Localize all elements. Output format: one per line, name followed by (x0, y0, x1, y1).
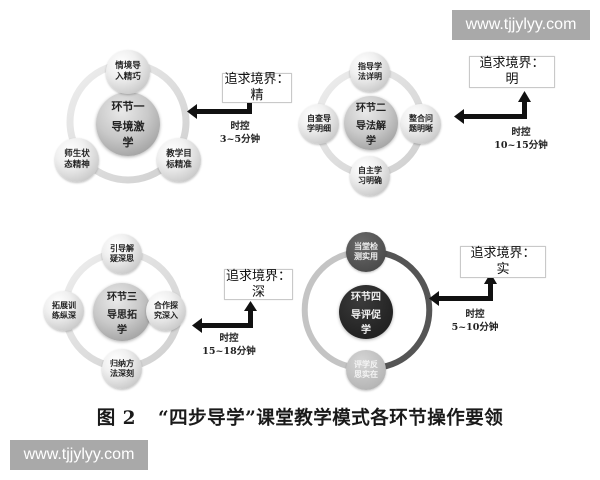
stage2-node-bottom: 自主学习明确 (350, 156, 390, 196)
stage1-goal-box: 追求境界： 精 (222, 72, 292, 103)
stage1-node-left: 师生状态精神 (55, 138, 99, 182)
stage3-node-bottom: 归纳方法深刻 (102, 349, 142, 389)
node-text: 疑深思 (110, 254, 134, 263)
node-text: 当堂检 (354, 242, 378, 251)
goal-label: 追求境界： (225, 268, 291, 284)
node-text: 引导解 (110, 244, 134, 253)
stage2-center-line3: 学 (366, 136, 376, 147)
stage3-time-label: 时控 15~18分钟 (196, 333, 262, 359)
stage2-time-label: 时控 10~15分钟 (486, 127, 556, 153)
watermark-text: www.tjjylyy.com (465, 16, 577, 33)
node-text: 自主学 (358, 166, 382, 175)
node-text: 评学反 (354, 360, 378, 369)
four-step-diagram: 环节一 导境激 学 情境导入精巧 师生状态精神 教学目标精准 追求境界： 精 时… (44, 50, 556, 390)
time-title: 时控 (219, 333, 239, 344)
node-text: 究深入 (154, 311, 178, 320)
goal-value: 精 (250, 88, 264, 103)
node-text: 学明细 (307, 124, 331, 133)
stage3-center-node: 环节三 导思拓 学 (93, 283, 151, 341)
stage2-node-right: 整合问题明晰 (401, 104, 441, 144)
time-value: 10~15分钟 (494, 139, 548, 151)
stage4-node-top: 当堂检测实用 (346, 232, 386, 272)
stage3-center-line2: 导思拓 (107, 310, 137, 321)
stage4-ring-light-arc (301, 250, 353, 370)
node-text: 标精准 (166, 160, 192, 170)
goal-label: 追求境界： (470, 246, 536, 262)
node-text: 自查导 (307, 114, 331, 123)
stage4-center-node: 环节四 导评促 学 (339, 285, 393, 339)
watermark-text: www.tjjylyy.com (23, 446, 135, 463)
goal-label: 追求境界： (224, 72, 290, 88)
stage1-center-title: 环节一 (111, 100, 145, 113)
time-value: 3~5分钟 (219, 133, 261, 145)
stage3-node-left: 拓展训练纵深 (44, 291, 84, 331)
figure-title: “四步导学”课堂教学模式各环节操作要领 (158, 408, 504, 429)
stage2-center-title: 环节二 (356, 103, 386, 114)
stage2-center-node: 环节二 导法解 学 (344, 96, 398, 150)
node-text: 师生状 (64, 149, 90, 160)
stage3-center-title: 环节三 (107, 292, 137, 303)
stage1-center-line2: 导境激 (111, 120, 145, 133)
goal-value: 深 (251, 284, 265, 300)
goal-value: 实 (496, 262, 510, 277)
stage2-node-top: 指导学法详明 (350, 52, 390, 92)
stage3-node-right: 合作探究深入 (146, 291, 186, 331)
stage1-node-right: 教学目标精准 (157, 138, 201, 182)
figure-number: 图 2 (96, 408, 137, 429)
watermark-bottom-left: www.tjjylyy.com (10, 440, 148, 470)
goal-label: 追求境界： (479, 56, 545, 72)
goal-value: 明 (505, 72, 519, 87)
node-text: 情境导 (115, 61, 141, 72)
node-text: 测实用 (354, 252, 378, 261)
node-text: 法深刻 (110, 369, 134, 378)
node-text: 态精神 (64, 160, 90, 170)
stage2-center-line2: 导法解 (356, 121, 386, 132)
time-title: 时控 (511, 127, 531, 138)
stage4-center-line2: 导评促 (351, 310, 381, 321)
stage3-node-top: 引导解疑深思 (102, 234, 142, 274)
node-text: 练纵深 (52, 311, 76, 320)
stage3-arrow-icon (192, 301, 257, 333)
time-title: 时控 (230, 121, 250, 132)
node-text: 教学目 (166, 149, 192, 160)
node-text: 习明确 (358, 176, 382, 185)
stage4-center-title: 环节四 (351, 292, 381, 303)
stage1-center-node: 环节一 导境激 学 (96, 92, 160, 156)
stage1-time-label: 时控 3~5分钟 (212, 121, 268, 147)
stage3-goal-box: 追求境界： 深 (224, 269, 293, 300)
stage4-ring-dark-arc (381, 250, 433, 370)
time-title: 时控 (465, 309, 485, 320)
node-text: 法详明 (358, 72, 382, 81)
stage1-center-line3: 学 (122, 136, 134, 149)
node-text: 合作探 (154, 301, 178, 310)
node-text: 题明晰 (409, 124, 433, 133)
stage4-time-label: 时控 5~10分钟 (444, 309, 506, 335)
time-value: 5~10分钟 (451, 321, 499, 333)
stage4-center-line3: 学 (361, 325, 371, 336)
node-text: 思实在 (354, 370, 378, 379)
stage1-node-top: 情境导入精巧 (106, 50, 150, 94)
node-text: 归纳方 (110, 359, 134, 368)
time-value: 15~18分钟 (202, 345, 256, 357)
node-text: 入精巧 (115, 72, 141, 82)
stage4-goal-box: 追求境界： 实 (460, 246, 546, 278)
stage3-center-line3: 学 (117, 325, 127, 336)
stage2-node-left: 自查导学明细 (299, 104, 339, 144)
node-text: 拓展训 (52, 301, 76, 310)
watermark-top-right: www.tjjylyy.com (452, 10, 590, 40)
stage2-arrow-icon (454, 91, 531, 124)
node-text: 整合问 (409, 114, 433, 123)
stage4-node-bottom: 评学反思实在 (346, 350, 386, 390)
stage2-goal-box: 追求境界： 明 (469, 56, 555, 88)
figure-caption: 图 2 “四步导学”课堂教学模式各环节操作要领 (0, 404, 600, 430)
stage4-arrow-icon (429, 273, 497, 306)
node-text: 指导学 (358, 62, 382, 71)
